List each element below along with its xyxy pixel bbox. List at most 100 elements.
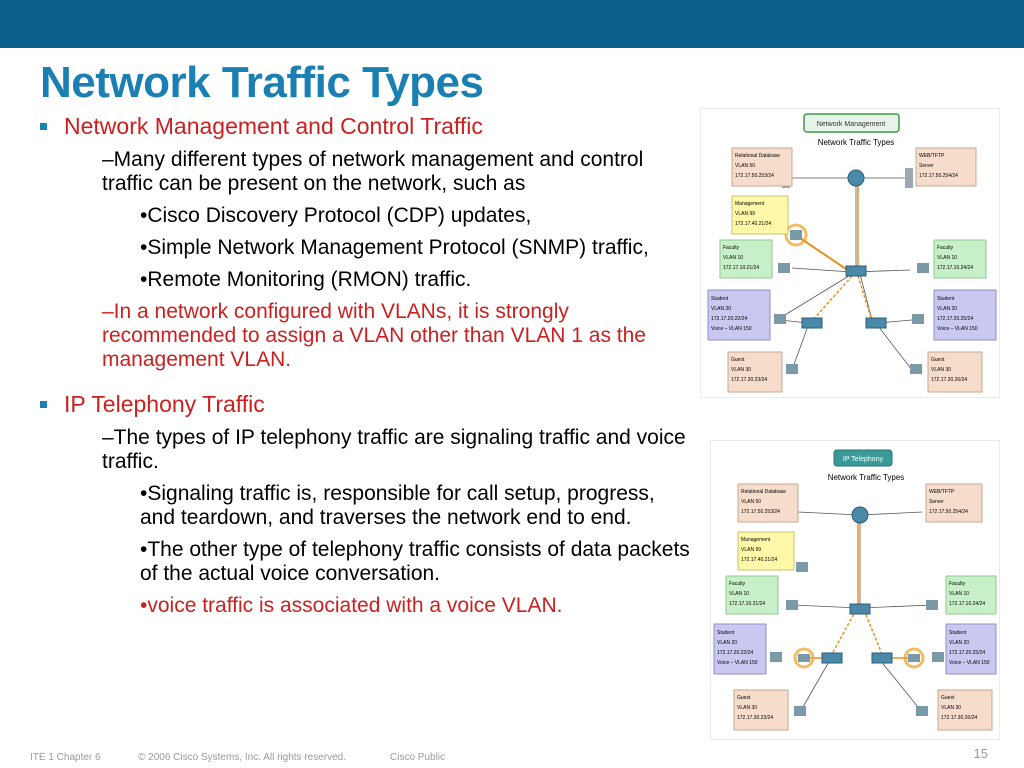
section2-item-voice-vlan: •voice traffic is associated with a voic… <box>140 594 563 617</box>
section1-item-snmp: •Simple Network Management Protocol (SNM… <box>140 236 649 259</box>
voice-traffic-path-dashed <box>863 609 883 655</box>
page-number: 15 <box>973 746 988 761</box>
svg-text:Faculty: Faculty <box>949 581 966 587</box>
box-guest-right: Guest VLAN 30 172.17.30.26/24 <box>927 351 983 393</box>
switch-s2-icon <box>801 317 823 329</box>
slide-title: Network Traffic Types <box>40 58 484 107</box>
svg-text:172.17.50.254/24: 172.17.50.254/24 <box>919 173 958 179</box>
switch-s3-icon <box>871 652 893 664</box>
svg-text:Voice – VLAN 150: Voice – VLAN 150 <box>711 326 752 332</box>
svg-text:VLAN 99: VLAN 99 <box>741 547 761 553</box>
svg-text:VLAN 20: VLAN 20 <box>949 640 969 646</box>
section2-item-voice-data: •The other type of telephony traffic con… <box>140 538 690 585</box>
box-student-right: Student VLAN 20 172.17.20.25/24 Voice – … <box>933 289 997 341</box>
svg-text:172.17.10.21/24: 172.17.10.21/24 <box>729 601 765 607</box>
ip-phone-glow-icon <box>793 647 815 669</box>
svg-text:Guest: Guest <box>931 357 945 363</box>
box-guest-right: Guest VLAN 30 172.17.30.26/24 <box>937 689 993 731</box>
ip-phone-icon <box>798 654 810 662</box>
router-icon <box>851 506 869 524</box>
section2-sub1: –The types of IP telephony traffic are s… <box>102 426 686 473</box>
slide-content: Network Management and Control Traffic –… <box>40 112 690 618</box>
section1-item-cdp: •Cisco Discovery Protocol (CDP) updates, <box>140 204 532 227</box>
box-faculty-left: Faculty VLAN 10 172.17.10.21/24 <box>725 575 779 615</box>
svg-text:Student: Student <box>717 630 735 636</box>
diagram-heading: Network Traffic Types <box>828 473 905 482</box>
diagram-badge-label: IP Telephony <box>843 456 884 463</box>
box-web-tftp: WEB/TFTP Server 172.17.50.254/24 <box>925 483 983 523</box>
box-faculty-left: Faculty VLAN 10 172.17.10.21/24 <box>719 239 773 279</box>
svg-text:VLAN 20: VLAN 20 <box>717 640 737 646</box>
svg-text:Guest: Guest <box>737 695 751 701</box>
diagram-badge-label: Network Management <box>817 121 886 128</box>
box-student-left: Student VLAN 20 172.17.20.22/24 Voice – … <box>707 289 771 341</box>
svg-text:172.17.30.23/24: 172.17.30.23/24 <box>737 715 773 721</box>
svg-text:172.17.10.24/24: 172.17.10.24/24 <box>949 601 985 607</box>
svg-text:172.17.20.25/24: 172.17.20.25/24 <box>949 650 985 656</box>
box-faculty-right: Faculty VLAN 10 172.17.10.24/24 <box>933 239 987 279</box>
box-student-right: Student VLAN 20 172.17.20.25/24 Voice – … <box>945 623 997 675</box>
svg-text:VLAN 10: VLAN 10 <box>723 255 743 261</box>
section1-sub1: –Many different types of network managem… <box>102 148 644 195</box>
ip-phone-icon <box>908 654 920 662</box>
pc-icons <box>774 230 929 374</box>
server-icon <box>905 168 913 188</box>
svg-text:Server: Server <box>919 163 934 169</box>
svg-text:WEB/TFTP: WEB/TFTP <box>929 489 955 495</box>
diagram-badge <box>833 449 893 467</box>
switch-s1-icon <box>845 265 867 277</box>
voice-traffic-path-dashed <box>831 609 857 655</box>
svg-text:VLAN 50: VLAN 50 <box>735 163 755 169</box>
svg-text:Voice – VLAN 150: Voice – VLAN 150 <box>949 660 990 666</box>
svg-text:WEB/TFTP: WEB/TFTP <box>919 153 945 159</box>
section1-sub2: –In a network configured with VLANs, it … <box>102 300 646 371</box>
network-diagram-svg: IP Telephony Network Traffic Types <box>709 439 1001 741</box>
svg-text:Guest: Guest <box>941 695 955 701</box>
router-icon <box>847 169 865 187</box>
svg-text:172.17.50.253/24: 172.17.50.253/24 <box>741 509 780 515</box>
svg-text:Voice – VLAN 150: Voice – VLAN 150 <box>937 326 978 332</box>
svg-text:VLAN 30: VLAN 30 <box>737 705 757 711</box>
svg-text:VLAN 30: VLAN 30 <box>941 705 961 711</box>
svg-text:VLAN 20: VLAN 20 <box>937 306 957 312</box>
svg-text:Management: Management <box>735 201 765 207</box>
header-bar <box>0 0 1024 48</box>
network-management-diagram: Network Management Network Traffic Types <box>699 107 1001 399</box>
box-management: Management VLAN 99 172.17.40.21/24 <box>731 195 789 235</box>
ip-telephony-diagram: IP Telephony Network Traffic Types <box>709 439 1001 741</box>
bullet-network-management: Network Management and Control Traffic <box>40 112 690 140</box>
svg-text:172.17.40.21/24: 172.17.40.21/24 <box>741 557 777 563</box>
svg-text:172.17.50.254/24: 172.17.50.254/24 <box>929 509 968 515</box>
svg-text:VLAN 10: VLAN 10 <box>949 591 969 597</box>
bullet-ip-telephony: IP Telephony Traffic <box>40 390 690 418</box>
svg-text:Student: Student <box>711 296 729 302</box>
switch-s2-icon <box>821 652 843 664</box>
svg-text:172.17.20.22/24: 172.17.20.22/24 <box>717 650 753 656</box>
svg-text:VLAN 10: VLAN 10 <box>729 591 749 597</box>
footer-course: ITE 1 Chapter 6 <box>30 752 101 763</box>
svg-text:172.17.10.24/24: 172.17.10.24/24 <box>937 265 973 271</box>
footer-copyright: © 2006 Cisco Systems, Inc. All rights re… <box>138 752 347 763</box>
highlight-glow-icon <box>784 223 808 247</box>
box-relational-db: Relational Database VLAN 50 172.17.50.25… <box>737 483 799 523</box>
svg-text:Faculty: Faculty <box>729 581 746 587</box>
mgmt-traffic-path-dashed <box>857 275 873 322</box>
svg-text:Faculty: Faculty <box>937 245 954 251</box>
switch-s3-icon <box>865 317 887 329</box>
box-guest-left: Guest VLAN 30 172.17.30.23/24 <box>733 689 789 731</box>
section1-item-rmon: •Remote Monitoring (RMON) traffic. <box>140 268 472 291</box>
box-guest-left: Guest VLAN 30 172.17.30.23/24 <box>727 351 783 393</box>
network-diagram-svg: Network Management Network Traffic Types <box>699 107 1001 399</box>
box-faculty-right: Faculty VLAN 10 172.17.10.24/24 <box>945 575 997 615</box>
svg-text:172.17.30.26/24: 172.17.30.26/24 <box>941 715 977 721</box>
svg-text:172.17.10.21/24: 172.17.10.21/24 <box>723 265 759 271</box>
svg-text:Guest: Guest <box>731 357 745 363</box>
svg-text:VLAN 30: VLAN 30 <box>931 367 951 373</box>
diagram-heading: Network Traffic Types <box>818 138 895 147</box>
mgmt-traffic-path-dashed <box>811 275 853 322</box>
mgmt-traffic-path <box>796 235 853 274</box>
svg-text:172.17.20.25/24: 172.17.20.25/24 <box>937 316 973 322</box>
svg-text:Management: Management <box>741 537 771 543</box>
svg-text:Student: Student <box>937 296 955 302</box>
section2-heading: IP Telephony Traffic <box>64 391 265 417</box>
